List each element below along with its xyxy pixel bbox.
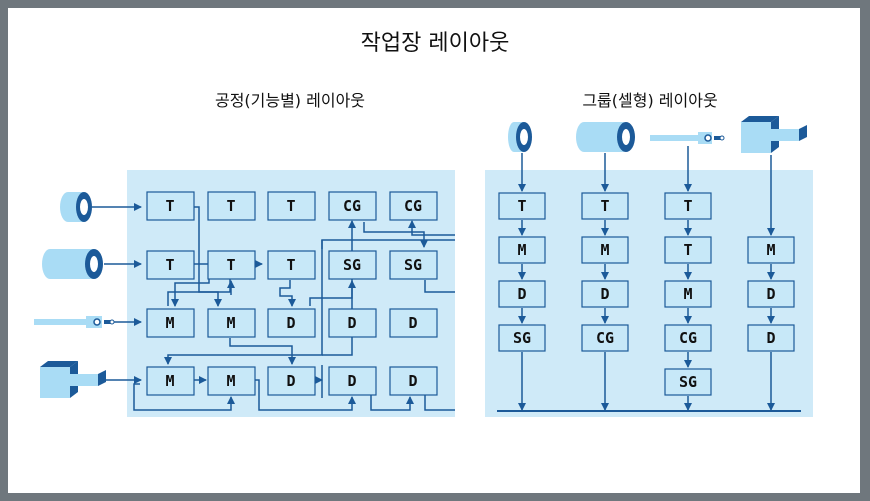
machine-label: T — [226, 197, 235, 215]
machine-box — [389, 308, 438, 338]
machine-box — [664, 280, 712, 308]
machine-box — [581, 192, 629, 220]
process-machine-grid: T T T CG CG T T T SG SG M M D D D M M D … — [146, 191, 438, 396]
machine-box — [581, 280, 629, 308]
machine-label: M — [165, 314, 174, 332]
machine-box — [207, 250, 256, 280]
machine-box — [146, 191, 195, 221]
machine-label: D — [286, 372, 295, 390]
machine-box — [389, 250, 438, 280]
machine-box — [664, 192, 712, 220]
machine-box — [328, 308, 377, 338]
process-routing-lines — [133, 206, 455, 411]
block-part-icon — [741, 116, 807, 153]
machine-box — [747, 236, 795, 264]
machine-box — [747, 280, 795, 308]
machine-label: M — [600, 241, 609, 259]
machine-box — [267, 308, 316, 338]
machine-box — [267, 191, 316, 221]
machine-box — [389, 191, 438, 221]
machine-box — [664, 368, 712, 396]
machine-box — [498, 236, 546, 264]
machine-box — [146, 250, 195, 280]
machine-box — [207, 366, 256, 396]
block-part-icon — [40, 361, 106, 398]
machine-label: SG — [404, 256, 422, 274]
machine-box — [581, 236, 629, 264]
machine-box — [146, 366, 195, 396]
machine-box — [328, 191, 377, 221]
machine-label: SG — [513, 329, 531, 347]
machine-label: CG — [596, 329, 614, 347]
diagram-title: 작업장 레이아웃 — [361, 31, 510, 56]
machine-label: CG — [404, 197, 422, 215]
machine-label: M — [226, 314, 235, 332]
machine-label: D — [766, 329, 775, 347]
shaft-part-icon — [650, 132, 725, 144]
machine-label: CG — [343, 197, 361, 215]
cylinder-part-icon — [576, 122, 635, 152]
machine-label: T — [286, 197, 295, 215]
ring-part-icon — [508, 122, 532, 152]
machine-box — [581, 324, 629, 352]
machine-box — [207, 191, 256, 221]
machine-label: D — [408, 372, 417, 390]
machine-label: SG — [679, 373, 697, 391]
machine-label: D — [766, 285, 775, 303]
machine-box — [207, 308, 256, 338]
machine-label: D — [408, 314, 417, 332]
machine-box — [267, 250, 316, 280]
machine-label: D — [347, 314, 356, 332]
machine-label: T — [226, 256, 235, 274]
machine-label: M — [683, 285, 692, 303]
machine-label: T — [165, 197, 174, 215]
cell-layout-title: 그룹(셀형) 레이아웃 — [582, 91, 717, 110]
machine-label: T — [600, 197, 609, 215]
process-layout-title: 공정(기능별) 레이아웃 — [215, 91, 365, 110]
machine-box — [328, 250, 377, 280]
machine-label: CG — [679, 329, 697, 347]
cylinder-part-icon — [42, 249, 103, 279]
machine-label: M — [766, 241, 775, 259]
machine-label: SG — [343, 256, 361, 274]
machine-label: T — [683, 241, 692, 259]
cell-machine-grid: T M D SG T M D CG T T M CG SG M D D — [498, 192, 795, 396]
machine-label: T — [517, 197, 526, 215]
machine-label: M — [165, 372, 174, 390]
machine-box — [328, 366, 377, 396]
machine-box — [664, 324, 712, 352]
machine-label: M — [517, 241, 526, 259]
machine-label: D — [347, 372, 356, 390]
machine-label: T — [286, 256, 295, 274]
machine-box — [664, 236, 712, 264]
ring-part-icon — [60, 192, 92, 222]
machine-label: T — [165, 256, 174, 274]
machine-box — [146, 308, 195, 338]
cell-flow-lines — [497, 146, 801, 412]
machine-box — [747, 324, 795, 352]
machine-box — [267, 366, 316, 396]
machine-label: T — [683, 197, 692, 215]
machine-label: D — [600, 285, 609, 303]
machine-box — [498, 280, 546, 308]
machine-label: D — [286, 314, 295, 332]
machine-label: M — [226, 372, 235, 390]
machine-label: D — [517, 285, 526, 303]
machine-box — [389, 366, 438, 396]
shaft-part-icon — [34, 316, 115, 328]
machine-box — [498, 324, 546, 352]
machine-box — [498, 192, 546, 220]
